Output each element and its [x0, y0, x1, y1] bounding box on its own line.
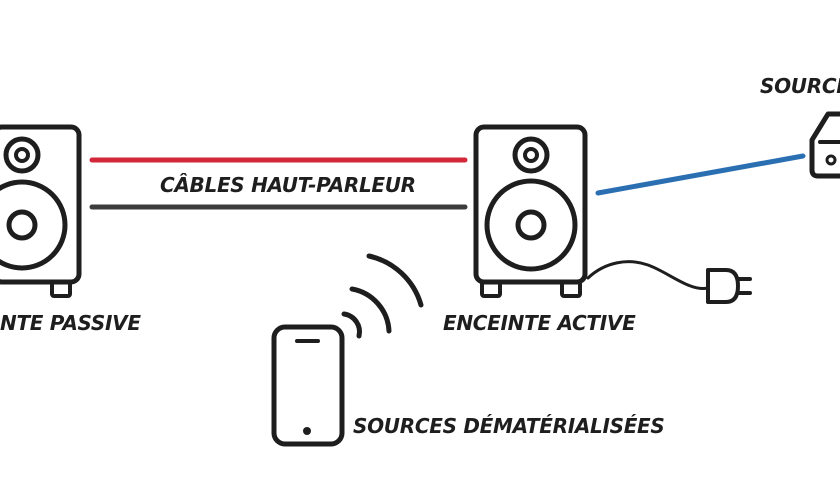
source-device-icon [809, 111, 840, 179]
passive-speaker-label: NTE PASSIVE [0, 311, 141, 335]
speaker-cables-label: CÂBLES HAUT-PARLEUR [160, 173, 416, 197]
power-plug-icon [706, 268, 752, 304]
wireless-signal-icon [341, 253, 424, 339]
active-speaker-label: ENCEINTE ACTIVE [443, 311, 636, 335]
passive-speaker-icon [0, 124, 82, 298]
power-cord [586, 260, 710, 290]
dematerialized-sources-label: SOURCES DÉMATÉRIALISÉES [353, 414, 665, 438]
source-label: SOURCE [760, 74, 840, 98]
blue-source-cable [595, 153, 806, 196]
smartphone-icon [271, 324, 345, 447]
active-speaker-icon [473, 124, 588, 298]
